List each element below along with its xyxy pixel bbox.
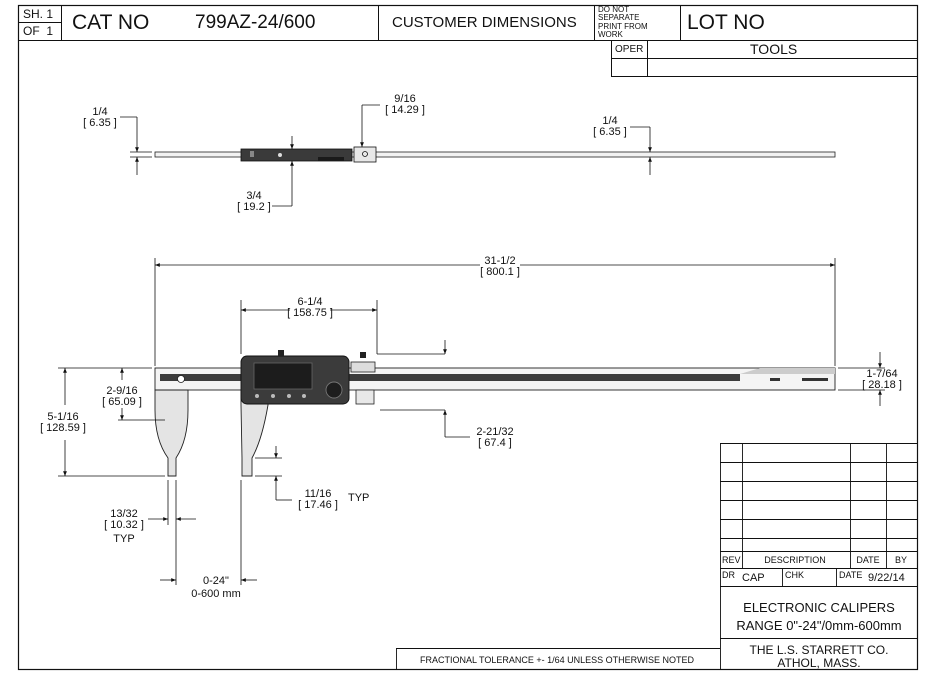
sheet-label: SH. 1 <box>23 7 54 21</box>
dim-overall-length: 31-1/2[ 800.1 ] <box>480 255 520 278</box>
top-view-slider <box>353 146 377 163</box>
dim-body-depth: 3/4[ 19.2 ] <box>237 190 271 213</box>
dim-tip-width: 13/32[ 10.32 ]TYP <box>104 508 144 545</box>
front-view-slider <box>350 361 376 373</box>
by-label: BY <box>894 555 908 565</box>
dim-jaw-upper: 2-9/16[ 65.09 ] <box>102 385 142 408</box>
lot-no-label: LOT NO <box>687 11 765 34</box>
of-label: OF 1 <box>23 24 54 38</box>
tolerance-note: FRACTIONAL TOLERANCE +- 1/64 UNLESS OTHE… <box>420 655 694 665</box>
top-view <box>120 104 836 207</box>
dim-left-thickness: 1/4[ 6.35 ] <box>83 106 117 129</box>
date2-label: DATE <box>839 570 863 580</box>
description-label: DESCRIPTION <box>764 555 826 565</box>
sliding-jaw <box>240 389 269 477</box>
rev-label: REV <box>722 555 741 565</box>
dim-below-beam: 2-21/32[ 67.4 ] <box>476 426 514 449</box>
cat-no-label: CAT NO <box>72 11 150 34</box>
of-number: 1 <box>46 24 54 38</box>
do-not-separate-note: DO NOT SEPARATE PRINT FROM WORK <box>598 5 648 40</box>
lcd-display <box>253 362 313 390</box>
dim-tip-height-typ: TYP <box>348 492 370 504</box>
top-view-beam <box>154 151 836 158</box>
thumb-roller-icon <box>325 381 343 399</box>
dim-head-length: 6-1/4[ 158.75 ] <box>287 296 333 319</box>
dim-jaw-overall: 5-1/16[ 128.59 ] <box>40 411 86 434</box>
check-label: CHK <box>785 570 805 580</box>
fixed-jaw <box>154 389 189 477</box>
product-range: RANGE 0"-24"/0mm-600mm <box>736 618 902 633</box>
dim-range: 0-24"0-600 mm <box>191 575 241 600</box>
cat-no-value: 799AZ-24/600 <box>195 12 316 33</box>
sheet-number: 1 <box>46 7 54 21</box>
dim-right-thickness: 1/4[ 6.35 ] <box>593 115 627 138</box>
date2-value: 9/22/14 <box>868 572 905 584</box>
drawn-value: CAP <box>742 572 765 584</box>
drawn-label: DR <box>722 570 735 580</box>
tools-label: TOOLS <box>750 41 798 57</box>
company-name: THE L.S. STARRETT CO. <box>749 643 889 657</box>
dim-beam-height: 1-7/64[ 28.18 ] <box>862 368 902 391</box>
dim-slider-width: 9/16[ 14.29 ] <box>385 93 425 116</box>
customer-dimensions: CUSTOMER DIMENSIONS <box>392 14 577 31</box>
sheet-border <box>17 4 919 671</box>
top-title-block <box>18 5 918 77</box>
revision-block <box>396 443 918 670</box>
company-location: ATHOL, MASS. <box>777 656 861 670</box>
dim-tip-height: 11/16[ 17.46 ] <box>298 488 338 511</box>
front-view <box>58 258 885 585</box>
date-label: DATE <box>856 555 880 565</box>
product-title: ELECTRONIC CALIPERS <box>743 600 895 615</box>
oper-label: OPER <box>615 44 644 55</box>
